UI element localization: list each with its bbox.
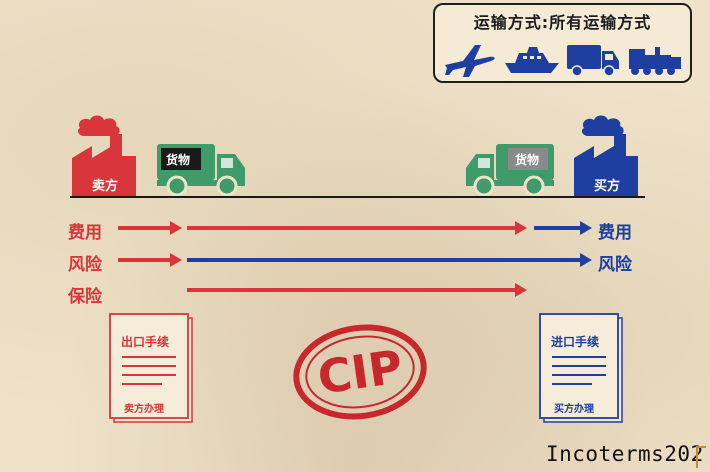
ground-line bbox=[70, 196, 645, 198]
train-icon bbox=[629, 47, 681, 75]
arrows-layer bbox=[118, 221, 592, 297]
risk-arrow-buyer bbox=[187, 253, 592, 267]
buyer-cost-label: 费用 bbox=[598, 223, 632, 243]
buyer-cargo-label: 货物 bbox=[515, 153, 540, 167]
buyer-truck-icon bbox=[466, 144, 554, 197]
export-document-icon bbox=[109, 313, 193, 423]
incoterms-footer: Incoterms202 bbox=[546, 442, 704, 466]
ship-icon bbox=[505, 47, 559, 73]
cip-stamp-text: CIP bbox=[314, 339, 405, 404]
seller-cargo-label: 货物 bbox=[166, 153, 191, 167]
transport-mode-title: 运输方式:所有运输方式 bbox=[473, 13, 652, 32]
buyer-label: 买方 bbox=[594, 179, 621, 194]
seller-truck-icon bbox=[157, 144, 245, 197]
cip-stamp: CIP bbox=[293, 324, 427, 420]
cost-arrow-seller-1 bbox=[118, 221, 182, 235]
footer-corner-mark bbox=[696, 446, 706, 468]
risk-arrow-seller bbox=[118, 253, 182, 267]
airplane-icon bbox=[445, 45, 495, 77]
cost-arrow-buyer bbox=[534, 221, 592, 235]
export-document-by: 卖方办理 bbox=[124, 404, 164, 415]
insurance-arrow bbox=[187, 283, 527, 297]
seller-risk-label: 风险 bbox=[68, 255, 102, 275]
import-document-by: 买方办理 bbox=[554, 404, 594, 415]
seller-cost-label: 费用 bbox=[68, 223, 102, 243]
seller-label: 卖方 bbox=[92, 179, 119, 194]
buyer-risk-label: 风险 bbox=[598, 255, 632, 275]
seller-insurance-label: 保险 bbox=[68, 287, 102, 307]
buyer-factory-icon bbox=[574, 115, 638, 196]
import-document-title: 进口手续 bbox=[551, 335, 600, 349]
cost-arrow-seller-2 bbox=[187, 221, 527, 235]
export-document-title: 出口手续 bbox=[121, 335, 170, 349]
transport-mode-box: 运输方式:所有运输方式 bbox=[433, 3, 692, 83]
seller-factory-icon bbox=[72, 115, 136, 196]
truck-icon bbox=[567, 45, 619, 77]
import-document-icon bbox=[539, 313, 623, 423]
